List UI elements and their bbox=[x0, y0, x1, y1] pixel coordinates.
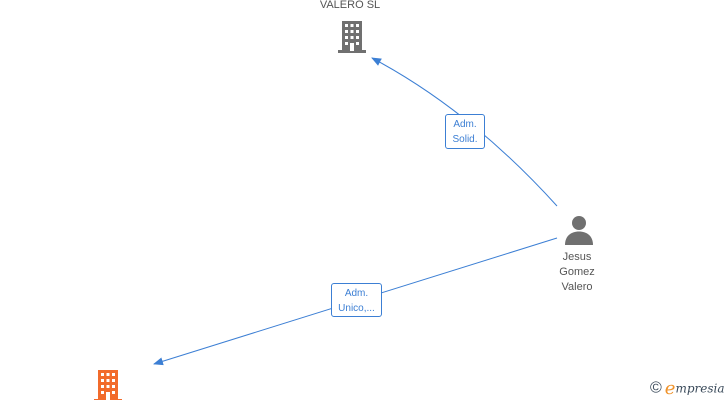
edge-label-line: Adm. bbox=[344, 288, 369, 299]
person-name-line: Jesus bbox=[562, 251, 592, 263]
building-icon[interactable] bbox=[335, 19, 369, 59]
edge-label-line: Unico,... bbox=[338, 303, 375, 314]
edge-label-line: Solid. bbox=[452, 134, 478, 145]
empresia-logo: ©empresia bbox=[650, 378, 725, 399]
top-company-name[interactable]: VALERO SL bbox=[319, 0, 381, 11]
person-name-line: Valero bbox=[561, 281, 593, 293]
logo-initial: e bbox=[664, 378, 676, 399]
copyright-icon: © bbox=[650, 379, 662, 397]
logo-text: mpresia bbox=[675, 381, 725, 396]
person-icon[interactable] bbox=[563, 214, 595, 251]
edge-label-line: Adm. bbox=[453, 119, 477, 130]
person-name-line: Gomez bbox=[559, 266, 595, 278]
edge-label-adm-unico[interactable]: Adm. Unico,... bbox=[331, 283, 382, 317]
building-icon[interactable] bbox=[91, 368, 125, 400]
edge-label-adm-solid[interactable]: Adm. Solid. bbox=[445, 114, 485, 149]
person-name[interactable]: Jesus Gomez Valero bbox=[542, 250, 612, 295]
